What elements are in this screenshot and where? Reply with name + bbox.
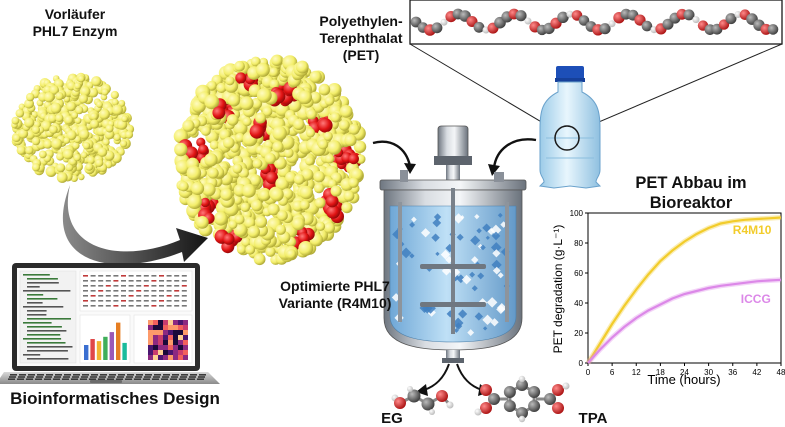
- eg-arrow: [423, 363, 450, 391]
- bar-plot-thumbnail: [79, 314, 131, 364]
- bioreactor: [379, 125, 527, 363]
- pet-polymer-chain: [410, 8, 779, 36]
- polymer-label: Polyethylen- Terephthalat (PET): [300, 13, 422, 64]
- y-tick-label: 100: [570, 209, 584, 218]
- pet-bottle: [538, 66, 602, 189]
- design-label: Bioinformatisches Design: [10, 389, 220, 408]
- variant-label-line1: Optimierte PHL7: [280, 278, 390, 294]
- x-tick-label: 24: [680, 368, 689, 377]
- x-tick-label: 42: [752, 368, 761, 377]
- y-tick-label: 0: [579, 359, 584, 368]
- sequence-alignment-panel: [79, 270, 193, 312]
- tpa-label: TPA: [578, 410, 608, 427]
- laptop-icon: [0, 263, 220, 384]
- x-tick-label: 36: [728, 368, 737, 377]
- x-tick-label: 18: [656, 368, 665, 377]
- zoom-line-left: [409, 43, 556, 131]
- eg-label: EG: [381, 410, 403, 427]
- x-tick-label: 30: [704, 368, 713, 377]
- variant-label: Optimierte PHL7 Variante (R4M10): [260, 278, 410, 312]
- x-tick-label: 0: [586, 368, 591, 377]
- y-tick-label: 60: [574, 269, 583, 278]
- optimized-enzyme-structure: [173, 54, 367, 266]
- series-label-iccg: ICCG: [741, 292, 771, 306]
- ethylene-glycol-molecule: [391, 386, 454, 415]
- series-line-iccg: [587, 278, 782, 364]
- polymer-label-line2: Terephthalat (PET): [319, 30, 403, 63]
- x-tick-label: 12: [632, 368, 641, 377]
- enzyme-to-reactor-arrow: [372, 140, 412, 167]
- bottle-zoom-circle: [554, 125, 580, 151]
- bottle-to-reactor-arrow: [492, 138, 537, 169]
- chart-title-line1: PET Abbau im: [635, 174, 747, 192]
- precursor-enzyme-structure: [11, 72, 135, 183]
- chart-title: PET Abbau im Bioreaktor: [598, 173, 784, 213]
- x-tick-label: 6: [610, 368, 615, 377]
- terephthalic-acid-molecule: [474, 375, 570, 423]
- heatmap-thumbnail: [133, 314, 193, 364]
- zoom-line-right: [579, 43, 783, 131]
- variant-label-line2: Variante (R4M10): [278, 295, 392, 311]
- design-arrow: [62, 185, 209, 265]
- code-editor-panel: [19, 270, 77, 364]
- precursor-label-line1: Vorläufer: [44, 6, 106, 22]
- chart-ylabel: PET degradation (g·L⁻¹): [551, 225, 565, 354]
- series-label-r4m10: R4M10: [733, 223, 772, 237]
- y-tick-label: 40: [574, 299, 583, 308]
- chart-xlabel: Time (hours): [647, 372, 720, 387]
- chart-title-line2: Bioreaktor: [649, 194, 733, 212]
- y-tick-label: 20: [574, 329, 583, 338]
- precursor-label-line2: PHL7 Enzym: [32, 23, 118, 39]
- polymer-label-line1: Polyethylen-: [319, 13, 403, 29]
- x-tick-label: 48: [777, 368, 785, 377]
- precursor-label: Vorläufer PHL7 Enzym: [10, 6, 140, 40]
- y-tick-label: 80: [574, 239, 583, 248]
- series-line-r4m10: [587, 216, 782, 364]
- tpa-arrow: [456, 363, 483, 391]
